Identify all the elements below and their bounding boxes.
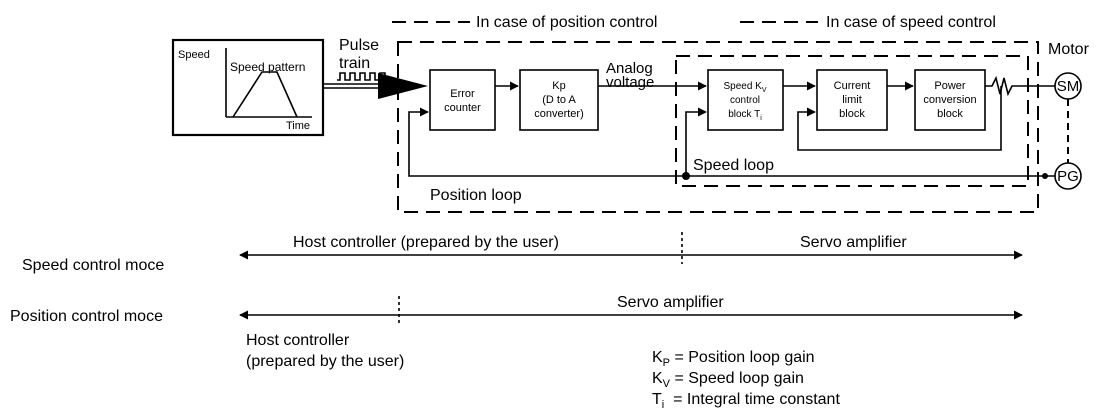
- pulse-label-1: Pulse: [339, 37, 379, 54]
- position-feedback-loop: [408, 107, 1055, 177]
- speed-block-line-1: Speed KV: [723, 81, 766, 94]
- host-controller-position-line-1: Host controller: [246, 332, 350, 349]
- legend-position-label: In case of position control: [476, 14, 657, 31]
- def-kp: KP = Position loop gain: [652, 349, 815, 369]
- speed-mode-label: Speed control moce: [22, 257, 164, 274]
- sm-label: SM: [1057, 78, 1080, 95]
- power-conversion-line-3: block: [937, 108, 963, 120]
- speed-feedback-loop: [685, 107, 707, 176]
- legend-speed-label: In case of speed control: [826, 14, 996, 31]
- definitions-legend: KP = Position loop gain KV = Speed loop …: [652, 349, 840, 411]
- graph-y-label: Speed: [178, 49, 210, 61]
- pg-label: PG: [1057, 168, 1079, 185]
- speed-trapezoid: [232, 71, 298, 118]
- position-control-frame: [397, 41, 1039, 213]
- power-conversion-block: Power conversion block: [914, 69, 986, 131]
- power-to-motor-wire: [985, 75, 1055, 97]
- error-counter-line-2: counter: [444, 102, 481, 114]
- speed-loop-label: Speed loop: [693, 157, 774, 174]
- servo-amplifier-speed-label: Servo amplifier: [800, 234, 907, 251]
- graph-pattern-label: Speed pattern: [230, 60, 305, 74]
- error-counter-line-1: Error: [450, 88, 475, 100]
- speed-control-frame: [675, 55, 1029, 187]
- analog-voltage-label-2: voltage: [606, 74, 654, 91]
- top-legend: In case of position control In case of s…: [392, 14, 1090, 58]
- def-kv: KV = Speed loop gain: [652, 370, 804, 390]
- analog-voltage-label-1: Analog: [606, 60, 653, 77]
- pulse-arrowhead: [378, 73, 428, 99]
- pulse-train: Pulse train: [323, 37, 428, 99]
- current-limit-line-3: block: [839, 108, 865, 120]
- pg-junction-dot: [1042, 173, 1048, 179]
- current-feedback-loop: [797, 86, 1002, 151]
- pulse-label-2: train: [339, 55, 370, 72]
- kp-block: Kp (D to A converter): [519, 69, 599, 131]
- position-mode-label: Position control moce: [10, 308, 163, 325]
- motor-label: Motor: [1048, 41, 1090, 58]
- position-loop-label: Position loop: [430, 187, 522, 204]
- power-conversion-line-1: Power: [934, 80, 966, 92]
- speed-pattern-graph: Speed Speed pattern Time: [171, 38, 325, 137]
- servo-amplifier-position-label: Servo amplifier: [617, 294, 724, 311]
- current-limit-line-2: limit: [842, 94, 862, 106]
- speed-block-line-3: block Ti: [728, 109, 762, 122]
- speed-control-block: Speed KV control block Ti: [707, 69, 784, 131]
- speed-junction-dot: [682, 172, 690, 180]
- power-conversion-line-2: conversion: [923, 94, 976, 106]
- speed-block-line-2: control: [730, 95, 760, 106]
- kp-line-2: (D to A: [542, 94, 576, 106]
- graph-x-label: Time: [286, 120, 310, 132]
- current-limit-line-1: Current: [834, 80, 871, 92]
- host-controller-position-line-2: (prepared by the user): [246, 353, 404, 370]
- host-controller-speed-label: Host controller (prepared by the user): [293, 234, 559, 251]
- current-limit-block: Current limit block: [816, 69, 888, 131]
- def-ti: Ti = Integral time constant: [652, 391, 840, 411]
- kp-line-1: Kp: [552, 80, 565, 92]
- error-counter-block: Error counter: [429, 69, 496, 131]
- kp-line-3: converter): [534, 108, 584, 120]
